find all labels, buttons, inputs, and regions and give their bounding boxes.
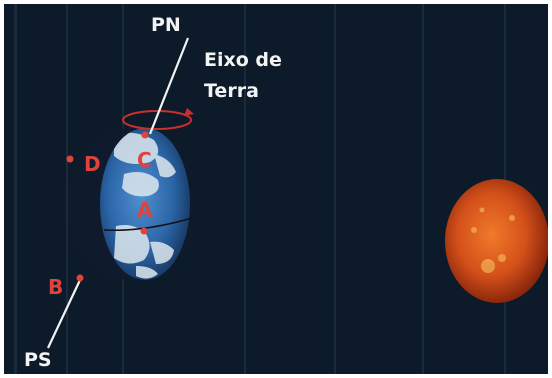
south-pole-label: PS — [24, 351, 52, 370]
sun — [445, 179, 548, 303]
point-c-marker — [142, 132, 149, 139]
point-b-label: B — [48, 277, 63, 297]
space-scene: PN Eixo de Terra PS C D A B — [4, 4, 548, 374]
point-a-label: A — [137, 200, 152, 220]
north-pole-pointer — [150, 38, 188, 134]
point-d-marker — [67, 156, 74, 163]
point-d-label: D — [84, 154, 101, 174]
point-b-marker — [77, 275, 84, 282]
point-a-marker — [141, 228, 148, 235]
point-c-label: C — [137, 150, 152, 170]
north-pole-label: PN — [151, 16, 181, 35]
axis-label-line1: Eixo de — [204, 51, 282, 70]
axis-label-line2: Terra — [204, 82, 259, 101]
